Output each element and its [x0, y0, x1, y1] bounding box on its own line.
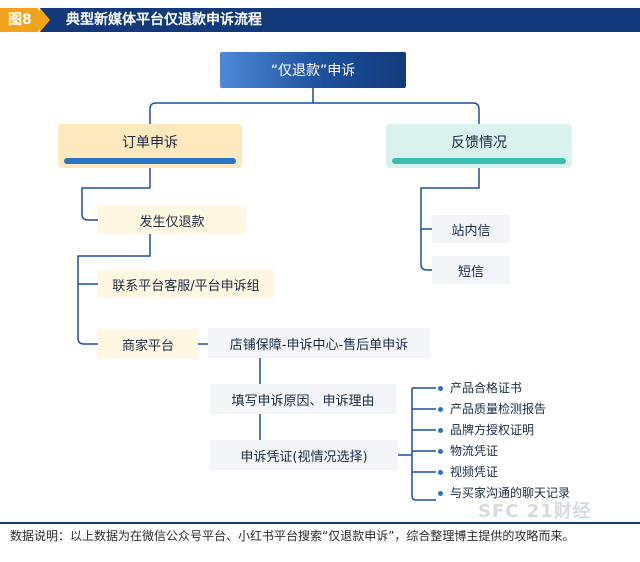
root-node: “仅退款”申诉 [220, 52, 406, 88]
step-refund-occurs: 发生仅退款 [98, 206, 246, 234]
root-to-branches-connector [149, 88, 480, 124]
feedback-to-channels-connector [420, 168, 480, 271]
evidence-item: 品牌方授权证明 [436, 420, 570, 441]
evidence-item: 与买家沟通的聊天记录 [436, 483, 570, 504]
order-appeal-node: 订单申诉 [58, 124, 242, 168]
figure-header: 典型新媒体平台仅退款申诉流程 图8 [0, 0, 640, 38]
evidence-item: 视频凭证 [436, 462, 570, 483]
step-merchant-platform: 商家平台 [98, 330, 198, 358]
evidence-item-list: 产品合格证书 产品质量检测报告 品牌方授权证明 物流凭证 视频凭证 与买家沟通的… [436, 378, 570, 504]
order-appeal-label: 订单申诉 [122, 135, 178, 151]
evidence-item: 产品合格证书 [436, 378, 570, 399]
flow-fill-reason: 填写申诉原因、申诉理由 [210, 384, 396, 414]
evidence-item: 物流凭证 [436, 441, 570, 462]
data-note: 数据说明：以上数据为在微信公众号平台、小红书平台搜索“仅退款申诉”，综合整理博主… [10, 529, 575, 543]
order-to-steps-connector [81, 168, 151, 221]
step-contact-support: 联系平台客服/平台申诉组 [98, 270, 274, 298]
evidence-bracket-connector [398, 387, 436, 501]
watermark-logo: SFC 21财经 [478, 501, 592, 522]
footer-divider [0, 522, 640, 524]
feedback-accent-bar [392, 158, 566, 164]
figure-title: 典型新媒体平台仅退款申诉流程 [40, 8, 640, 32]
flow-appeal-center: 店铺保障-申诉中心-售后单申诉 [208, 328, 430, 358]
flow-evidence: 申诉凭证(视情况选择) [210, 440, 398, 470]
evidence-item: 产品质量检测报告 [436, 399, 570, 420]
channel-sms: 短信 [432, 256, 510, 284]
feedback-node: 反馈情况 [386, 124, 572, 168]
figure-number-badge: 图8 [0, 8, 46, 32]
channel-site-message: 站内信 [432, 215, 510, 243]
steps-spine-connector [77, 234, 151, 345]
order-appeal-accent-bar [64, 158, 236, 164]
feedback-label: 反馈情况 [451, 135, 507, 151]
